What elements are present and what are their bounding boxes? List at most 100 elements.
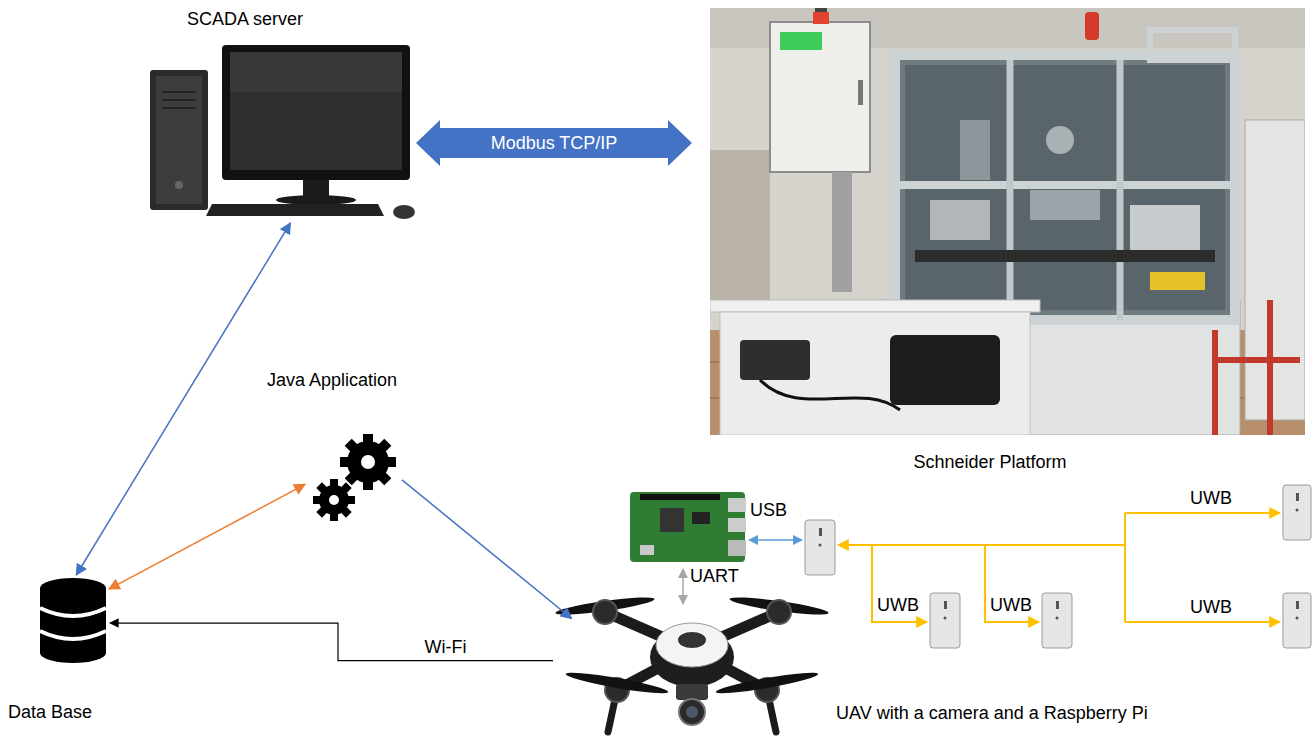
- drone-icon: [767, 600, 791, 624]
- application-icon: Java Application: [308, 432, 400, 524]
- uwb-module: [1056, 617, 1059, 620]
- raspberry-pi-board: [728, 518, 746, 532]
- platform-photo: [740, 340, 810, 380]
- drone-icon: [678, 632, 706, 648]
- computer-icon: [276, 195, 356, 205]
- raspberry-pi-board: [630, 492, 746, 562]
- control-link: [402, 480, 572, 619]
- uwb-wiring: [872, 545, 927, 622]
- interface-label: UART: [690, 566, 739, 587]
- uart-link: [683, 569, 684, 604]
- drone-icon: [679, 699, 705, 725]
- platform-photo: [813, 12, 829, 24]
- platform-photo: [895, 55, 1235, 320]
- uwb-wiring: [1124, 513, 1126, 622]
- platform-photo: [710, 8, 1305, 435]
- platform-photo: [1030, 190, 1100, 220]
- computer-icon: [222, 45, 410, 180]
- uwb-wiring: [838, 544, 1125, 546]
- gears-icon: [347, 441, 389, 483]
- computer-icon: [175, 181, 183, 189]
- interface-label: UWB: [1190, 597, 1232, 618]
- raspberry-pi-board: [630, 492, 745, 562]
- uwb-module: [1283, 485, 1311, 540]
- uart-link: [682, 569, 684, 604]
- server-icon: SCADA server: [150, 45, 420, 220]
- uwb-wiring: [1125, 512, 1280, 514]
- interface-label: UWB: [990, 595, 1032, 616]
- gears-icon: [313, 479, 355, 521]
- data-link: [109, 484, 305, 589]
- uwb-module: [1296, 617, 1299, 620]
- raspberry-pi-board: [728, 498, 746, 512]
- uwb-module: [1283, 593, 1311, 648]
- computer-icon: [150, 70, 208, 210]
- uwb-module: [1296, 509, 1299, 512]
- platform-photo: [1046, 126, 1074, 154]
- uwb-module: [944, 617, 947, 620]
- database-icon: [40, 608, 106, 639]
- drone-icon: [555, 594, 829, 732]
- platform-photo: [858, 80, 863, 105]
- interface-label: UWB: [877, 595, 919, 616]
- platform-photo: [960, 120, 990, 180]
- platform-photo: [710, 300, 1040, 312]
- database-icon: [40, 578, 106, 598]
- computer-icon: [156, 76, 202, 204]
- computer-icon: [206, 204, 384, 216]
- raspberry-pi-board: [640, 545, 654, 555]
- uwb-module: [805, 520, 835, 575]
- usb-link: [749, 539, 802, 541]
- connector-label: Wi-Fi: [422, 636, 470, 657]
- drone-icon: [605, 612, 779, 690]
- platform-photo: [710, 8, 1305, 435]
- uwb-module: [1056, 601, 1059, 609]
- raspberry-pi-board: [660, 508, 684, 532]
- uwb-module: [944, 601, 947, 609]
- uwb-module: [1296, 601, 1299, 609]
- drone-icon: [656, 623, 728, 667]
- platform-photo: [780, 32, 822, 50]
- uwb-module: [930, 593, 960, 648]
- platform-photo: Schneider Platform: [710, 8, 1305, 435]
- interface-label: USB: [750, 500, 787, 521]
- gears-icon: [340, 434, 396, 490]
- platform-photo: [1150, 30, 1235, 60]
- data-link: [76, 223, 290, 575]
- gears-icon: [329, 495, 339, 505]
- computer-icon: [162, 92, 196, 108]
- connector-group: [76, 120, 692, 661]
- platform-photo: [930, 200, 990, 240]
- drone-icon: [676, 684, 708, 700]
- drone-icon: [686, 706, 698, 718]
- uwb-wiring: [985, 545, 1039, 622]
- wifi-link: [110, 623, 553, 661]
- uwb-module: [1296, 493, 1299, 501]
- uwb-wiring: [1125, 621, 1280, 623]
- platform-photo: [1150, 272, 1205, 290]
- platform-photo: [710, 150, 770, 300]
- raspberry-pi-board: [692, 512, 710, 524]
- computer-icon: [150, 45, 415, 219]
- raspberry-pi-board: [640, 494, 720, 500]
- platform-photo: [760, 380, 900, 410]
- platform-photo: [832, 172, 852, 292]
- interface-label: UWB: [1190, 488, 1232, 509]
- gears-icon: [361, 455, 375, 469]
- uwb-module: [805, 485, 1311, 648]
- platform-photo: [915, 250, 1215, 262]
- modbus-arrow: [416, 120, 692, 166]
- gears-icon: [313, 434, 396, 521]
- database-icon: [40, 643, 106, 663]
- database-icon: [40, 578, 106, 663]
- node-label: Data Base: [8, 702, 92, 723]
- uwb-module: [819, 544, 822, 547]
- uav-icon: UAV with a camera and a Raspberry Pi: [555, 578, 831, 740]
- uwb-module: [1042, 593, 1072, 648]
- drone-icon: [715, 669, 819, 697]
- platform-photo: [770, 22, 870, 172]
